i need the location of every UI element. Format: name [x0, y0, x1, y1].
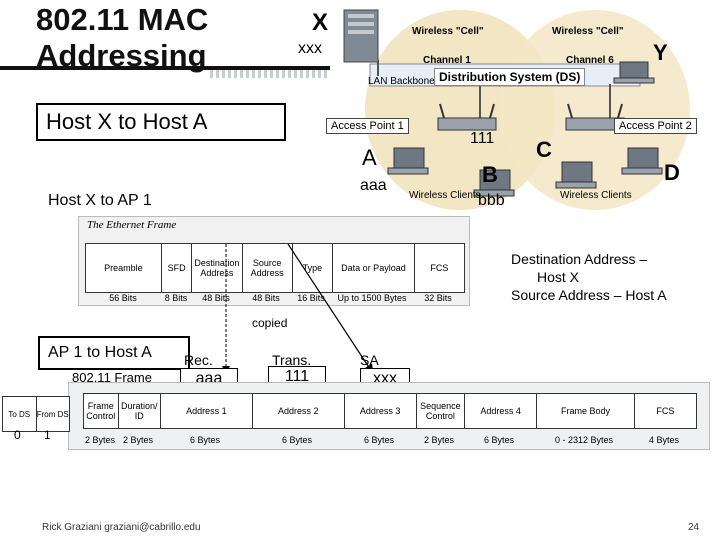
server-icon — [343, 9, 379, 63]
title-dots-decoration — [210, 70, 330, 78]
receiver-label: Rec. — [184, 352, 213, 368]
wlan-field-sequence-control: Sequence Control — [417, 394, 466, 428]
wlan-size-address-1: 6 Bytes — [189, 435, 220, 445]
letter-y: Y — [653, 40, 668, 65]
eth-field-source: Source Address — [243, 244, 293, 292]
distribution-system-label: Distribution System (DS) — [434, 68, 586, 86]
wlan-size-fcs: 4 Bytes — [648, 435, 679, 445]
eth-size-sfd: 8 Bits — [164, 293, 188, 303]
wlan-field-frame-body: Frame Body — [537, 394, 635, 428]
to-ds-value: 0 — [14, 428, 21, 442]
wlan-field-fcs: FCS — [656, 406, 675, 416]
wlan-size-address-2: 6 Bytes — [281, 435, 312, 445]
eth-size-destination: 48 Bits — [202, 293, 230, 303]
eth-field-fcs: FCS — [430, 263, 449, 273]
letter-b: B — [482, 162, 498, 187]
eth-field-type: Type — [293, 244, 334, 292]
ethernet-frame-diagram: The Ethernet Frame Preamble SFD Destinat… — [78, 216, 470, 306]
frame-80211-size-row: 2 Bytes 2 Bytes 6 Bytes 6 Bytes 6 Bytes … — [83, 435, 695, 445]
cell-2-label: Wireless "Cell" — [552, 26, 624, 37]
wlan-size-duration-id: 2 Bytes — [122, 435, 153, 445]
eth-field-preamble: Preamble — [86, 244, 162, 292]
wlan-field-frame-control: Frame Control — [84, 394, 119, 428]
letter-d: D — [664, 160, 680, 185]
address-notes: Destination Address – Host X Source Addr… — [511, 250, 667, 304]
from-ds-header: From DS — [36, 409, 69, 419]
transmitter-label: Trans. — [272, 352, 312, 368]
server-address: xxx — [298, 40, 322, 57]
wlan-size-frame-control: 2 Bytes — [84, 435, 115, 445]
lan-backbone-label: LAN Backbone — [368, 76, 435, 87]
copied-label: copied — [252, 316, 288, 330]
wlan-size-sequence-control: 2 Bytes — [423, 435, 454, 445]
laptop-y-icon — [613, 61, 655, 84]
footer-author: Rick Graziani graziani@cabrillo.edu — [42, 522, 201, 533]
eth-size-payload: Up to 1500 Bytes — [337, 293, 407, 303]
wlan-size-address-3: 6 Bytes — [363, 435, 394, 445]
eth-size-fcs: 32 Bits — [424, 293, 452, 303]
from-ds-value: 1 — [44, 428, 51, 442]
note-dest-line-2: Host X — [537, 269, 580, 285]
wlan-field-address-2: Address 2 — [253, 394, 345, 428]
access-point-1-label: Access Point 1 — [326, 118, 409, 134]
eth-size-preamble: 56 Bits — [109, 293, 137, 303]
laptop-b-icon — [473, 169, 515, 197]
access-point-2-label: Access Point 2 — [614, 118, 697, 134]
channel-6-label: Channel 6 — [566, 55, 614, 66]
letter-c: C — [536, 137, 552, 162]
host-x-to-host-a-box: Host X to Host A — [36, 103, 286, 141]
source-address-label: SA — [360, 352, 379, 368]
ethernet-field-row: Preamble SFD Destination Address Source … — [85, 243, 465, 293]
letter-a: A — [362, 145, 377, 170]
note-dest-line-1: Destination Address – — [511, 251, 648, 267]
ap1-to-host-a-box: AP 1 to Host A — [38, 336, 190, 370]
ap1-address: 111 — [470, 130, 495, 147]
eth-field-destination: Destination Address — [192, 244, 243, 292]
title-line-1: 802.11 MAC — [36, 2, 209, 37]
network-diagram — [343, 9, 690, 210]
server-letter: X — [312, 9, 329, 36]
slide-title: 802.11 MAC Addressing — [36, 2, 208, 74]
wlan-field-duration-id: Duration/ ID — [119, 394, 162, 428]
eth-size-source: 48 Bits — [252, 293, 280, 303]
laptop-d-icon — [621, 147, 663, 175]
note-src-line: Source Address – Host A — [511, 287, 667, 303]
wlan-field-address-4: Address 4 — [465, 394, 538, 428]
host-a-address: aaa — [360, 177, 387, 194]
frame-80211-label: 802.11 Frame — [72, 370, 152, 385]
wireless-clients-1-label: Wireless Clients — [409, 190, 481, 201]
to-ds-header: To DS — [3, 397, 37, 431]
eth-field-sfd: SFD — [162, 244, 193, 292]
page-number: 24 — [688, 522, 700, 533]
wlan-size-frame-body: 0 - 2312 Bytes — [554, 435, 614, 445]
host-x-to-ap1-label: Host X to AP 1 — [48, 192, 152, 209]
cell-1-label: Wireless "Cell" — [412, 26, 484, 37]
ds-flags-table: To DS From DS — [2, 396, 70, 432]
title-rule — [0, 66, 330, 70]
eth-field-payload: Data or Payload — [333, 244, 415, 292]
frame-80211-field-row: Frame Control Duration/ ID Address 1 Add… — [83, 393, 697, 429]
frame-80211-diagram: Frame Control Duration/ ID Address 1 Add… — [68, 382, 710, 450]
access-point-1-icon — [437, 103, 497, 131]
wlan-size-address-4: 6 Bytes — [483, 435, 514, 445]
laptop-a-icon — [387, 147, 429, 175]
ethernet-frame-caption: The Ethernet Frame — [87, 219, 177, 231]
wlan-field-address-1: Address 1 — [161, 394, 253, 428]
wlan-field-address-3: Address 3 — [345, 394, 417, 428]
channel-1-label: Channel 1 — [423, 55, 471, 66]
wireless-clients-2-label: Wireless Clients — [560, 190, 632, 201]
eth-size-type: 16 Bits — [297, 293, 325, 303]
ethernet-size-row: 56 Bits 8 Bits 48 Bits 48 Bits 16 Bits U… — [85, 293, 463, 303]
host-b-address: bbb — [478, 192, 505, 209]
laptop-c-icon — [555, 161, 597, 189]
